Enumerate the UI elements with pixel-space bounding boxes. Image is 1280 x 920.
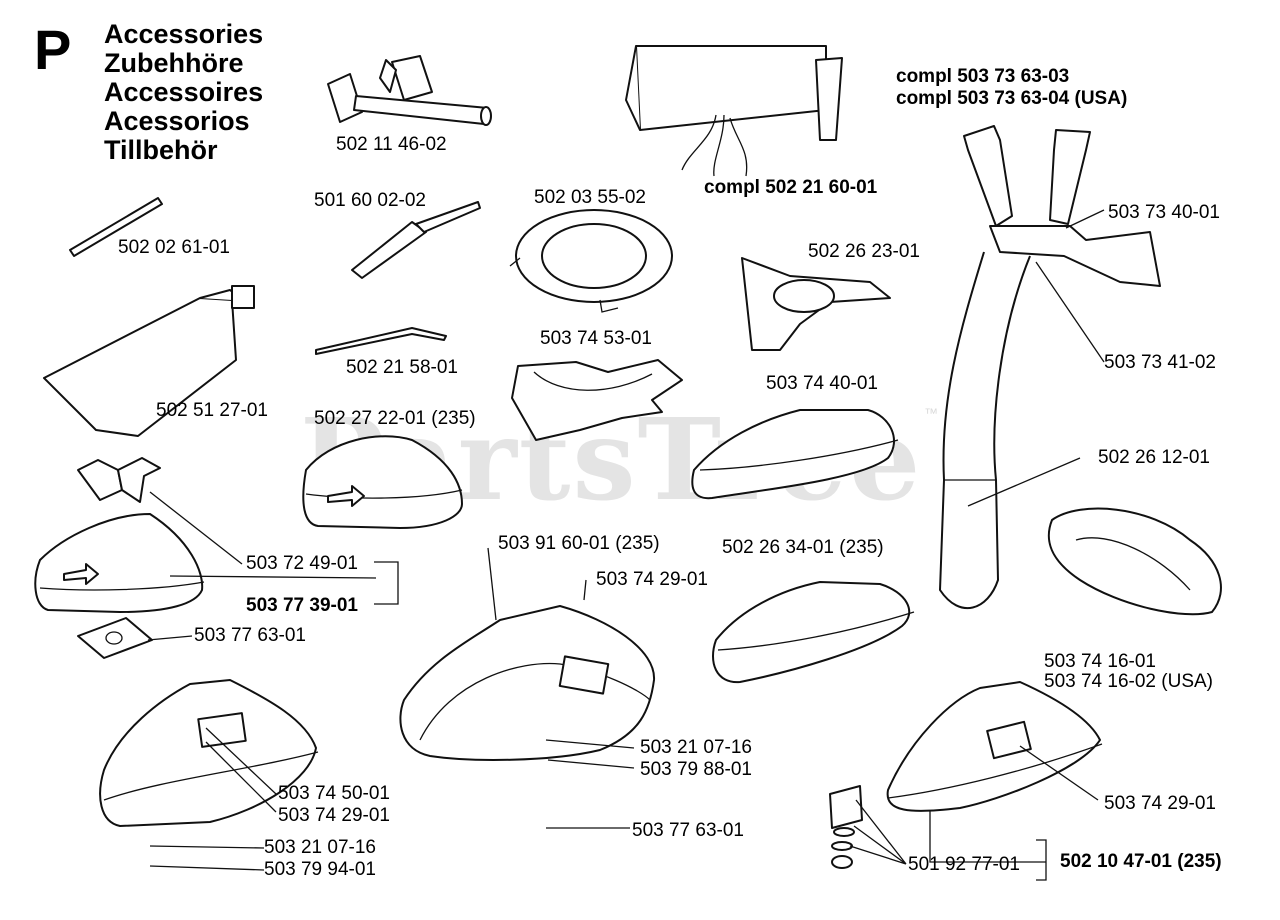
guard-235-drawing <box>302 435 463 529</box>
part-label: 503 77 63-01 <box>632 820 744 841</box>
part-label: 503 74 50-01 <box>278 783 390 804</box>
part-label: 503 74 53-01 <box>540 328 652 349</box>
part-label: 503 79 88-01 <box>640 759 752 780</box>
guard-center-drawing <box>399 605 656 761</box>
part-label: 503 74 29-01 <box>1104 793 1216 814</box>
section-letter: P <box>34 18 72 81</box>
part-label-assembly: compl 503 73 63-04 (USA) <box>896 88 1128 109</box>
part-label: 503 74 29-01 <box>278 805 390 826</box>
part-label: 503 74 29-01 <box>596 569 708 590</box>
part-label: 502 26 12-01 <box>1098 447 1210 468</box>
rod-drawing <box>69 197 163 257</box>
part-label: 502 51 27-01 <box>156 400 268 421</box>
hex-key-drawing <box>315 327 447 355</box>
title-fr: Accessoires <box>104 77 264 107</box>
guard-234-drawing <box>712 581 915 684</box>
part-label: 502 21 58-01 <box>346 357 458 378</box>
title-sv: Tillbehör <box>104 135 218 165</box>
grease-tube-drawing <box>43 285 255 437</box>
harness-bag-drawing <box>625 45 843 177</box>
part-label: 503 73 41-02 <box>1104 352 1216 373</box>
guard-bottom-left-drawing <box>99 679 319 827</box>
guard-drawing <box>691 409 899 500</box>
guard-right-drawing <box>886 681 1103 812</box>
mount-plate-drawing <box>77 617 153 659</box>
part-label: 503 91 60-01 (235) <box>498 533 660 554</box>
part-label: 502 27 22-01 (235) <box>314 408 476 429</box>
bit-tool-drawing <box>351 201 481 279</box>
title-en: Accessories <box>104 19 264 49</box>
part-label: 501 92 77-01 <box>908 854 1020 875</box>
part-label: 503 73 40-01 <box>1108 202 1220 223</box>
bracket-plate-drawing <box>741 257 891 351</box>
small-hardware-drawing <box>829 785 863 869</box>
part-label: 502 03 55-02 <box>534 187 646 208</box>
part-label: 503 77 63-01 <box>194 625 306 646</box>
title-de: Zubehhöre <box>104 48 244 78</box>
part-label: 503 21 07-16 <box>640 737 752 758</box>
part-label: 502 11 46-02 <box>336 134 447 155</box>
part-label: 503 72 49-01 <box>246 553 358 574</box>
part-label: 502 26 34-01 (235) <box>722 537 884 558</box>
part-label-assembly: 503 77 39-01 <box>246 595 358 616</box>
part-label: 502 02 61-01 <box>118 237 230 258</box>
part-label: 503 79 94-01 <box>264 859 376 880</box>
part-label: 502 26 23-01 <box>808 241 920 262</box>
socket-wrench-drawing <box>327 55 492 126</box>
belt-drawing <box>1047 507 1222 616</box>
title-pt: Acessorios <box>104 106 250 136</box>
section-titles: Accessories Zubehhöre Accessoires Acesso… <box>104 20 263 165</box>
part-label: 503 74 16-01 <box>1044 651 1156 672</box>
leader-lines <box>147 209 1105 881</box>
part-label-assembly: 502 10 47-01 (235) <box>1060 851 1222 872</box>
part-label: 503 74 40-01 <box>766 373 878 394</box>
guard-left-drawing <box>34 513 205 613</box>
guard-support-drawing <box>511 359 683 441</box>
part-label-assembly: compl 503 73 63-03 <box>896 66 1070 87</box>
part-label-assembly: compl 502 21 60-01 <box>704 177 878 198</box>
part-label: 503 21 07-16 <box>264 837 376 858</box>
ring-drawing <box>509 209 673 313</box>
mount-bracket-drawing <box>77 457 161 503</box>
harness-drawing <box>939 125 1161 610</box>
part-label: 503 74 16-02 (USA) <box>1044 671 1213 692</box>
watermark-trademark: ™ <box>924 405 938 421</box>
part-label: 501 60 02-02 <box>314 190 426 211</box>
